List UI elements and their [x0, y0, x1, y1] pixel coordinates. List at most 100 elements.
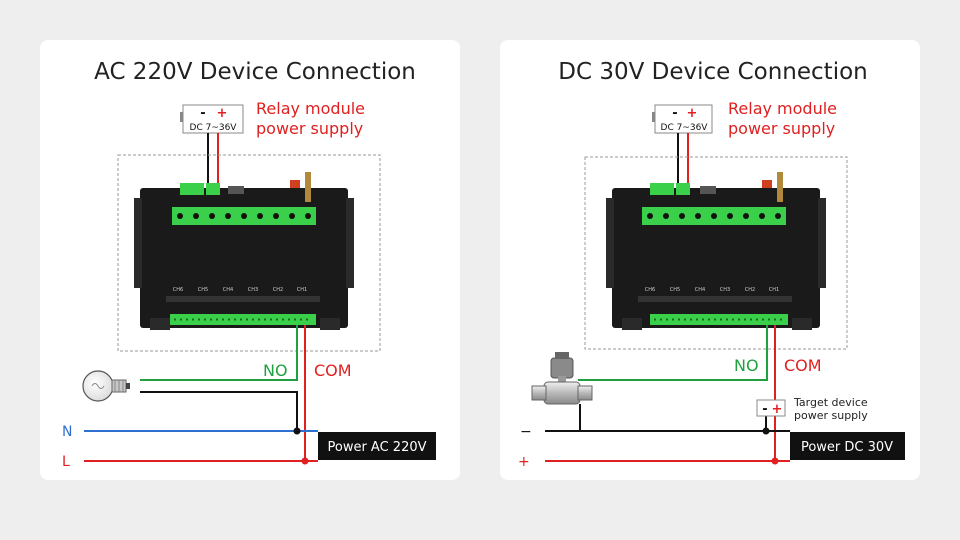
- dc-com-label: COM: [784, 356, 822, 375]
- ac-panel-title: AC 220V Device Connection: [94, 59, 416, 85]
- ac-line-l-label: L: [62, 454, 70, 470]
- dc-supply-minus: -: [672, 106, 677, 121]
- ac-supply-voltage: DC 7~36V: [190, 123, 238, 133]
- dc-mount-foot-right: [792, 318, 812, 330]
- dc-panel: DC 30V Device Connection - + DC 7~36V Re…: [518, 59, 905, 470]
- ac-power-terminal: [180, 183, 204, 195]
- dc-channel-label: CH2: [745, 287, 755, 293]
- dc-terminal-screw: [695, 213, 701, 219]
- dc-channel-label: CH3: [720, 287, 730, 293]
- dc-line-plus-label: +: [518, 454, 530, 470]
- dc-terminal-screw: [727, 213, 733, 219]
- dc-line-minus-label: −: [520, 424, 532, 440]
- dc-antenna-base: [762, 180, 772, 188]
- dc-target-supply-box: [756, 399, 786, 417]
- dc-no-label: NO: [734, 356, 759, 375]
- solenoid-valve-icon: [531, 352, 593, 405]
- ac-channel-label: CH6: [173, 287, 183, 293]
- ac-channel-label: CH4: [223, 287, 233, 293]
- dc-terminal-screw: [711, 213, 717, 219]
- dc-junction-negative: [762, 427, 770, 435]
- ac-channel-label: CH2: [273, 287, 283, 293]
- dc-terminal-screw: [647, 213, 653, 219]
- dc-supply-label-1: Relay module: [728, 99, 837, 118]
- ac-power-label: Power AC 220V: [327, 440, 426, 455]
- dc-target-plus: +: [772, 402, 783, 417]
- ac-power-terminal-2: [206, 183, 220, 195]
- dc-antenna: [777, 172, 783, 202]
- dc-channel-leds: [638, 296, 792, 302]
- dc-power-label: Power DC 30V: [801, 440, 893, 455]
- ac-supply-label-1: Relay module: [256, 99, 365, 118]
- ac-channel-label: CH5: [198, 287, 208, 293]
- ac-antenna: [305, 172, 311, 202]
- ac-terminal-screw: [193, 213, 199, 219]
- dc-rail-left: [606, 198, 614, 288]
- light-bulb-icon: [82, 370, 130, 402]
- ac-supply-tab: [180, 112, 183, 122]
- dc-module-supply: - + DC 7~36V: [652, 104, 713, 134]
- dc-supply-voltage: DC 7~36V: [661, 123, 709, 133]
- ac-antenna-base: [290, 180, 300, 188]
- dc-supply-label-2: power supply: [728, 119, 835, 138]
- ac-line-n-label: N: [62, 424, 72, 440]
- dc-rail-right: [818, 198, 826, 288]
- dc-mount-foot-left: [622, 318, 642, 330]
- ac-power-badge: [318, 432, 436, 460]
- dc-header-pins: [700, 186, 716, 194]
- ac-module-outline: [117, 154, 381, 352]
- dc-terminal-screw: [759, 213, 765, 219]
- dc-bottom-terminal-block: [650, 314, 788, 325]
- dc-terminal-screw: [775, 213, 781, 219]
- ac-bottom-terminal-block: [170, 314, 316, 325]
- dc-module-outline: [584, 156, 848, 350]
- dc-power-terminal: [650, 183, 674, 195]
- dc-channel-label: CH6: [645, 287, 655, 293]
- ac-terminal-screw: [273, 213, 279, 219]
- ac-terminal-screw: [241, 213, 247, 219]
- ac-com-label: COM: [314, 361, 352, 380]
- ac-mount-foot-right: [320, 318, 340, 330]
- dc-terminal-screw: [663, 213, 669, 219]
- ac-supply-minus: -: [200, 106, 205, 121]
- dc-terminal-screw: [743, 213, 749, 219]
- dc-relay-module: CH6 CH5 CH4 CH3 CH2 CH1: [606, 172, 826, 330]
- dc-terminal-screw: [679, 213, 685, 219]
- ac-channel-label: CH3: [248, 287, 258, 293]
- ac-relay-module: CH6 CH5 CH4 CH3 CH2 CH1: [134, 172, 354, 330]
- ac-terminal-screw: [257, 213, 263, 219]
- ac-mount-foot-left: [150, 318, 170, 330]
- dc-panel-title: DC 30V Device Connection: [558, 59, 868, 85]
- ac-module-supply: - + DC 7~36V: [180, 104, 244, 134]
- ac-terminal-screw: [289, 213, 295, 219]
- ac-terminal-screw: [225, 213, 231, 219]
- dc-power-badge: [790, 432, 905, 460]
- dc-no-wire: [578, 325, 768, 381]
- dc-channel-label: CH1: [769, 287, 779, 293]
- dc-target-label-2: power supply: [794, 409, 868, 422]
- dc-supply-tab: [652, 112, 655, 122]
- dc-target-supply: - +: [756, 399, 786, 417]
- ac-terminal-screw: [209, 213, 215, 219]
- ac-junction-live: [301, 457, 309, 465]
- dc-junction-positive: [771, 457, 779, 465]
- ac-no-label: NO: [263, 361, 288, 380]
- dc-channel-label: CH4: [695, 287, 705, 293]
- dc-supply-plus: +: [687, 106, 698, 121]
- dc-target-label-1: Target device: [793, 396, 868, 409]
- ac-junction-neutral: [293, 427, 301, 435]
- ac-rail-right: [346, 198, 354, 288]
- dc-channel-label: CH5: [670, 287, 680, 293]
- ac-channel-leds: [166, 296, 320, 302]
- ac-supply-label-2: power supply: [256, 119, 363, 138]
- ac-header-pins: [228, 186, 244, 194]
- ac-supply-box: [182, 104, 244, 134]
- ac-no-wire: [140, 325, 298, 381]
- ac-bulb-return-wire: [140, 391, 298, 431]
- ac-channel-label: CH1: [297, 287, 307, 293]
- ac-terminal-screw: [177, 213, 183, 219]
- ac-terminal-screw: [305, 213, 311, 219]
- dc-target-minus: -: [762, 402, 767, 417]
